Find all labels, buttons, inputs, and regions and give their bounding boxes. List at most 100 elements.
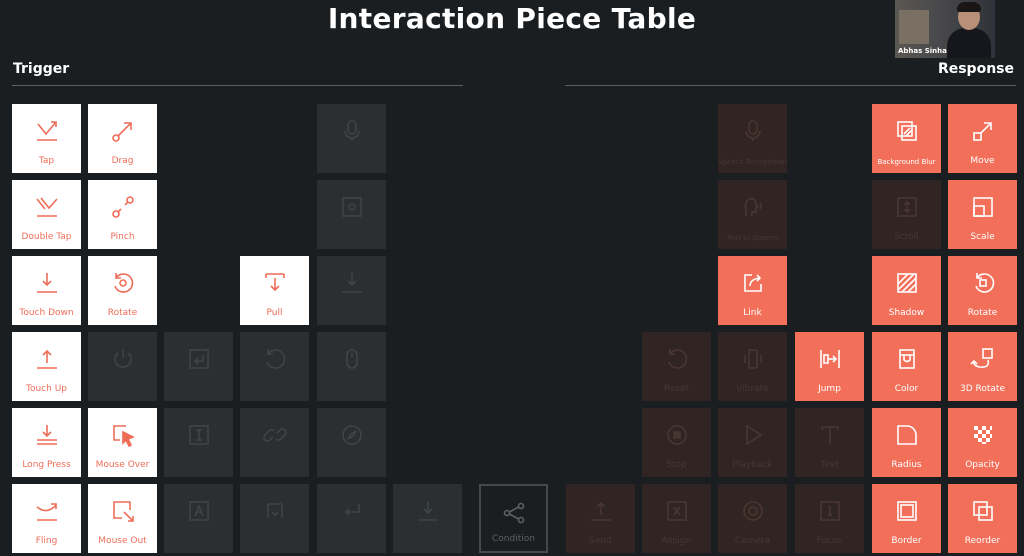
play-icon	[718, 420, 787, 450]
scroll-icon	[872, 192, 941, 222]
tile-opacity[interactable]: Opacity	[948, 408, 1017, 477]
tile-trigger-disabled	[88, 332, 157, 401]
tile-text: Text	[795, 408, 864, 477]
arrow-down-icon	[393, 496, 462, 526]
tile-shadow[interactable]: Shadow	[872, 256, 941, 325]
speaking-head-icon	[718, 192, 787, 222]
tile-trigger-disabled	[317, 256, 386, 325]
tap-icon	[12, 116, 81, 146]
pull-icon	[240, 268, 309, 298]
tile-radius[interactable]: Radius	[872, 408, 941, 477]
tile-trigger-disabled	[393, 484, 462, 553]
tile-trigger-disabled	[317, 332, 386, 401]
tile-trigger-disabled	[240, 332, 309, 401]
move-icon	[948, 116, 1017, 146]
return-icon	[317, 496, 386, 526]
tile-stop: Stop	[642, 408, 711, 477]
response-heading: Response	[937, 61, 1014, 77]
tile-fling[interactable]: Fling	[12, 484, 81, 553]
focus-icon	[795, 496, 864, 526]
page-title: Interaction Piece Table	[327, 2, 697, 35]
bracket-icon	[240, 496, 309, 526]
tile-speech-recognition: Speech Recognition	[718, 104, 787, 173]
trigger-divider	[12, 85, 463, 86]
arrow-down-icon	[12, 268, 81, 298]
scale-icon	[948, 192, 1017, 222]
participant-video: Abhas Sinha	[895, 0, 995, 58]
participant-name: Abhas Sinha	[898, 47, 947, 55]
tile-trigger-disabled	[240, 408, 309, 477]
tile-focus: Focus	[795, 484, 864, 553]
tile-reorder[interactable]: Reorder	[948, 484, 1017, 553]
tile-pull[interactable]: Pull	[240, 256, 309, 325]
tile-border[interactable]: Border	[872, 484, 941, 553]
enter-icon	[164, 344, 233, 374]
chain-link-icon	[240, 420, 309, 450]
fling-icon	[12, 496, 81, 526]
tile-mouse-over[interactable]: Mouse Over	[88, 408, 157, 477]
tile-trigger-disabled	[164, 408, 233, 477]
text-icon	[795, 420, 864, 450]
reset-icon	[642, 344, 711, 374]
microphone-icon	[718, 116, 787, 146]
tile-scroll: Scroll	[872, 180, 941, 249]
microphone-icon	[317, 116, 386, 146]
letter-a-icon	[164, 496, 233, 526]
tile-move[interactable]: Move	[948, 104, 1017, 173]
vibrate-icon	[718, 344, 787, 374]
tile-condition[interactable]: Condition	[479, 484, 548, 553]
arrow-down-icon	[317, 268, 386, 298]
tile-touch-down[interactable]: Touch Down	[12, 256, 81, 325]
tile-tap[interactable]: Tap	[12, 104, 81, 173]
tile-link[interactable]: Link	[718, 256, 787, 325]
tile-touch-up[interactable]: Touch Up	[12, 332, 81, 401]
trigger-heading: Trigger	[13, 61, 70, 77]
tile-long-press[interactable]: Long Press	[12, 408, 81, 477]
refresh-icon	[240, 344, 309, 374]
tile-playback: Playback	[718, 408, 787, 477]
tile-trigger-disabled	[164, 484, 233, 553]
tile-text-to-speech: Text to Speech	[718, 180, 787, 249]
tile-trigger-disabled	[240, 484, 309, 553]
tile-pinch[interactable]: Pinch	[88, 180, 157, 249]
tile-color[interactable]: Color	[872, 332, 941, 401]
arrow-up-icon	[12, 344, 81, 374]
color-icon	[872, 344, 941, 374]
border-icon	[872, 496, 941, 526]
tile-mouse-out[interactable]: Mouse Out	[88, 484, 157, 553]
tile-trigger-disabled	[164, 332, 233, 401]
mouse-out-icon	[88, 496, 157, 526]
tile-camera: Camera	[718, 484, 787, 553]
tile-assign: Assign	[642, 484, 711, 553]
external-link-icon	[718, 268, 787, 298]
variable-icon	[642, 496, 711, 526]
tile-vibrate: Vibrate	[718, 332, 787, 401]
mouse-over-icon	[88, 420, 157, 450]
tile-rotate-response[interactable]: Rotate	[948, 256, 1017, 325]
double-tap-icon	[12, 192, 81, 222]
tile-rotate[interactable]: Rotate	[88, 256, 157, 325]
tile-double-tap[interactable]: Double Tap	[12, 180, 81, 249]
tile-3d-rotate[interactable]: 3D Rotate	[948, 332, 1017, 401]
radius-icon	[872, 420, 941, 450]
tile-drag[interactable]: Drag	[88, 104, 157, 173]
reorder-icon	[948, 496, 1017, 526]
tile-trigger-disabled	[317, 408, 386, 477]
tile-send: Send	[566, 484, 635, 553]
tile-trigger-disabled	[317, 484, 386, 553]
stop-icon	[642, 420, 711, 450]
rotate-icon	[948, 268, 1017, 298]
cursor-text-icon	[164, 420, 233, 450]
proximity-icon	[317, 192, 386, 222]
mouse-icon	[317, 344, 386, 374]
pinch-icon	[88, 192, 157, 222]
long-press-icon	[12, 420, 81, 450]
jump-icon	[795, 344, 864, 374]
checkerboard-icon	[948, 420, 1017, 450]
tile-background-blur[interactable]: Background Blur	[872, 104, 941, 173]
tile-scale[interactable]: Scale	[948, 180, 1017, 249]
tile-jump[interactable]: Jump	[795, 332, 864, 401]
tile-reset: Reset	[642, 332, 711, 401]
compass-icon	[317, 420, 386, 450]
power-icon	[88, 344, 157, 374]
